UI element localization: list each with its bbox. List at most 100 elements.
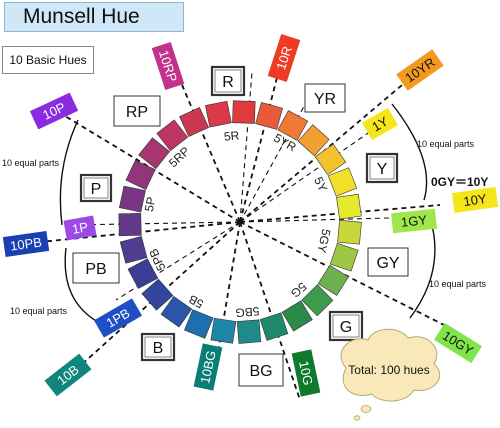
hue-swatch: [205, 100, 232, 128]
hue-box-frame: [365, 152, 399, 184]
tag-10y: 10Y: [451, 187, 499, 213]
tag-background: [63, 215, 97, 241]
hue-swatch: [156, 119, 189, 152]
hue-box-y: Y: [365, 152, 399, 184]
tag-label: 1P: [71, 219, 89, 237]
hue-swatch: [255, 102, 283, 130]
divider-ray: [29, 221, 241, 244]
hue-swatch: [119, 185, 146, 213]
divider-ray: [115, 221, 241, 301]
ring-label-5r: 5R: [223, 128, 240, 143]
tag-10pb: 10PB: [2, 231, 50, 257]
tag-10gy: 10GY: [434, 322, 482, 364]
cloud-bubble: [353, 415, 361, 421]
equal-parts-label-lower-right: 10 equal parts: [429, 279, 487, 289]
hue-box-label: P: [91, 181, 102, 198]
hue-box-frame: [140, 332, 176, 362]
tag-label: 1GY: [400, 212, 428, 230]
page-title: Munsell Hue: [4, 2, 184, 32]
hue-swatch: [301, 284, 334, 317]
hue-box-frame: [367, 247, 409, 277]
equal-parts-arc: [64, 247, 99, 323]
hue-box-inner-frame: [83, 177, 109, 199]
equal-parts-arc: [59, 119, 79, 226]
hue-boxes-layer: R YR Y GY G BG B PB P RP: [72, 65, 409, 387]
swatch-ring: [118, 100, 362, 344]
tag-1gy: 1GY: [391, 208, 437, 234]
hue-swatch: [314, 143, 347, 176]
hue-box-label: B: [153, 340, 164, 357]
tag-background: [451, 187, 499, 213]
hue-swatch: [236, 319, 262, 344]
tag-1p: 1P: [63, 215, 97, 241]
hue-box-label: GY: [376, 255, 399, 272]
hue-swatch: [329, 242, 359, 272]
hue-box-frame: [210, 65, 246, 97]
tag-10rp: 10RP: [151, 41, 185, 91]
hue-box-label: YR: [314, 91, 336, 108]
annotations-layer: 10 equal parts 10 equal parts 10 equal par…: [2, 139, 488, 421]
hue-swatch: [138, 137, 170, 170]
hue-box-rp: RP: [113, 95, 161, 127]
hue-box-p: P: [79, 173, 113, 203]
hue-box-frame: [113, 95, 161, 127]
tag-background: [396, 49, 444, 91]
tag-10yr: 10YR: [396, 49, 444, 91]
ring-label-5p: 5P: [142, 196, 159, 213]
hue-box-label: PB: [85, 261, 106, 278]
hue-box-frame: [304, 83, 346, 113]
hue-swatch: [125, 159, 156, 190]
hue-box-label: Y: [377, 161, 388, 178]
tag-background: [151, 41, 185, 91]
divider-ray: [239, 91, 313, 223]
equal-parts-label-upper-right: 10 equal parts: [417, 139, 475, 149]
hue-swatch: [118, 212, 142, 237]
tag-label: 10Y: [462, 191, 487, 209]
tag-background: [391, 208, 437, 234]
tag-label: 10PB: [9, 234, 43, 253]
hue-swatch: [160, 295, 193, 328]
hue-box-label: R: [222, 74, 234, 91]
hue-box-inner-frame: [214, 69, 242, 93]
ring-label-5b: 5B: [186, 292, 206, 311]
rays-layer: [29, 57, 451, 401]
total-hues-cloud: Total: 100 hues: [340, 328, 441, 421]
divider-ray: [239, 121, 385, 223]
arcs-layer: [59, 103, 436, 323]
hue-swatch: [281, 300, 313, 332]
tag-label: 10R: [273, 44, 295, 71]
tag-background: [93, 298, 143, 338]
hue-swatch: [141, 278, 174, 311]
hue-box-frame: [238, 353, 284, 387]
tag-1y: 1Y: [362, 107, 398, 141]
tag-10b: 10B: [44, 353, 92, 397]
tag-background: [2, 231, 50, 257]
tag-background: [29, 92, 79, 130]
ring-label-5bg: 5BG: [235, 304, 260, 320]
equal-parts-label-upper-left: 10 equal parts: [2, 158, 60, 168]
cloud-label: Total: 100 hues: [348, 363, 429, 377]
divider-ray: [179, 79, 241, 223]
hue-swatch: [259, 312, 289, 341]
hue-swatch: [179, 107, 210, 138]
divider-ray: [59, 112, 241, 223]
equivalence-label: 0GY＝10Y: [431, 175, 488, 189]
hue-swatch: [297, 124, 330, 157]
hue-box-gy: GY: [367, 247, 409, 277]
hue-swatch: [119, 236, 148, 264]
hue-box-g: G: [328, 310, 364, 342]
hue-swatch: [327, 167, 358, 197]
hue-box-yr: YR: [304, 83, 346, 113]
hue-box-label: G: [340, 319, 352, 336]
hue-box-bg: BG: [238, 353, 284, 387]
tag-10r: 10R: [267, 33, 301, 83]
divider-ray: [69, 221, 241, 226]
tag-label: 1Y: [369, 113, 391, 134]
hue-box-frame: [72, 252, 120, 284]
divider-ray: [211, 221, 241, 389]
tag-background: [434, 322, 482, 364]
divider-ray: [239, 57, 283, 223]
divider-ray: [69, 221, 241, 376]
hue-swatch: [232, 100, 256, 124]
hue-box-frame: [328, 310, 364, 342]
